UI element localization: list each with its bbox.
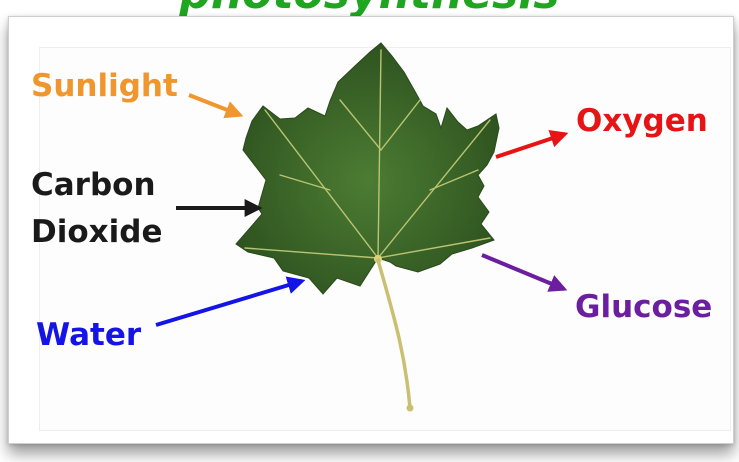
sunlight-arrow-icon bbox=[189, 95, 240, 115]
water-label: Water bbox=[36, 317, 142, 353]
carbon-dioxide-label-line2: Dioxide bbox=[31, 214, 163, 250]
sunlight-label: Sunlight bbox=[31, 68, 178, 104]
glucose-label: Glucose bbox=[575, 289, 712, 325]
glucose-arrow-icon bbox=[482, 255, 564, 289]
carbon-dioxide-label-line1: Carbon bbox=[31, 167, 156, 203]
oxygen-label: Oxygen bbox=[576, 103, 708, 139]
maple-leaf-icon bbox=[236, 43, 499, 412]
oxygen-arrow-icon bbox=[496, 134, 565, 157]
water-arrow-icon bbox=[156, 281, 302, 325]
